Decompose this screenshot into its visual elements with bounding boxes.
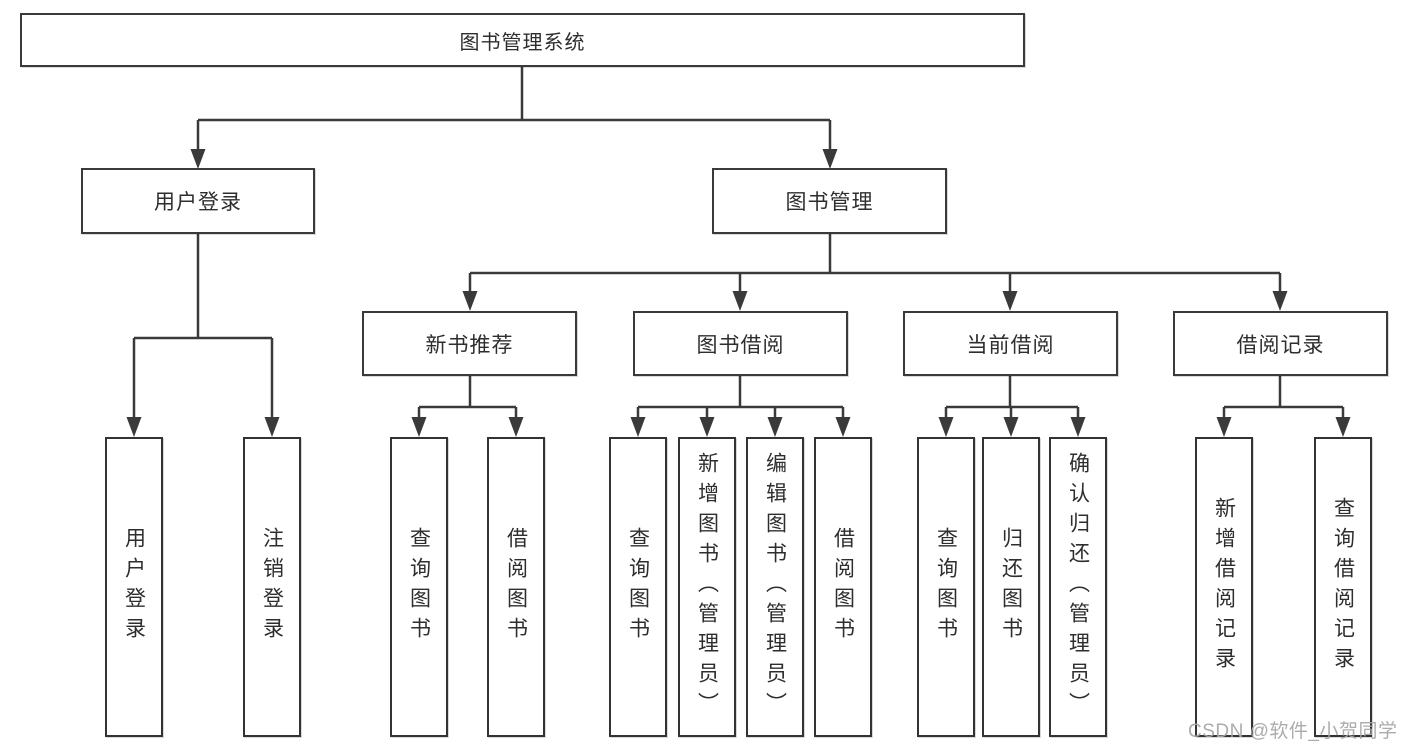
leaf-label: 新增借阅记录 bbox=[1212, 497, 1236, 677]
node-book-borrow: 图书借阅 bbox=[633, 311, 848, 376]
node-borrow-record: 借阅记录 bbox=[1173, 311, 1388, 376]
leaf-label: 查询图书 bbox=[407, 527, 431, 647]
leaf-current-return-book: 归还图书 bbox=[982, 437, 1040, 737]
leaf-label: 用户登录 bbox=[122, 527, 146, 647]
leaf-label: 查询图书 bbox=[934, 527, 958, 647]
node-library-management-system: 图书管理系统 bbox=[20, 13, 1025, 67]
leaf-current-query-book: 查询图书 bbox=[917, 437, 975, 737]
leaf-label: 归还图书 bbox=[999, 527, 1023, 647]
node-label: 新书推荐 bbox=[425, 333, 514, 357]
leaf-label: 编辑图书（管理员） bbox=[763, 452, 787, 722]
leaf-label: 查询图书 bbox=[626, 527, 650, 647]
node-user-login: 用户登录 bbox=[81, 168, 315, 234]
node-current-borrow: 当前借阅 bbox=[903, 311, 1118, 376]
csdn-watermark: CSDN @软件_小贺同学 bbox=[1188, 721, 1398, 742]
leaf-borrow-edit-book-admin: 编辑图书（管理员） bbox=[746, 437, 804, 737]
leaf-logout: 注销登录 bbox=[243, 437, 301, 737]
leaf-borrow-add-book-admin: 新增图书（管理员） bbox=[678, 437, 736, 737]
node-book-management: 图书管理 bbox=[712, 168, 947, 234]
leaf-newbook-borrow-book: 借阅图书 bbox=[487, 437, 545, 737]
leaf-label: 新增图书（管理员） bbox=[695, 452, 719, 722]
leaf-current-confirm-return-admin: 确认归还（管理员） bbox=[1049, 437, 1107, 737]
node-label: 用户登录 bbox=[154, 191, 242, 214]
leaf-borrow-query-book: 查询图书 bbox=[609, 437, 667, 737]
arrowheads bbox=[126, 149, 1351, 437]
leaf-label: 注销登录 bbox=[260, 527, 284, 647]
leaf-label: 借阅图书 bbox=[831, 527, 855, 647]
leaf-label: 查询借阅记录 bbox=[1331, 497, 1355, 677]
node-label: 当前借阅 bbox=[966, 333, 1055, 357]
node-label: 借阅记录 bbox=[1236, 333, 1325, 357]
leaf-record-query-borrow-record: 查询借阅记录 bbox=[1314, 437, 1372, 737]
node-label: 图书管理 bbox=[785, 191, 874, 214]
node-label: 图书借阅 bbox=[696, 333, 785, 357]
node-label: 图书管理系统 bbox=[459, 31, 586, 54]
leaf-record-add-borrow-record: 新增借阅记录 bbox=[1195, 437, 1253, 737]
leaf-user-login: 用户登录 bbox=[105, 437, 163, 737]
leaf-newbook-query-book: 查询图书 bbox=[390, 437, 448, 737]
leaf-borrow-borrow-book: 借阅图书 bbox=[814, 437, 872, 737]
leaf-label: 借阅图书 bbox=[504, 527, 528, 647]
leaf-label: 确认归还（管理员） bbox=[1066, 452, 1090, 722]
node-new-book-recommend: 新书推荐 bbox=[362, 311, 577, 376]
